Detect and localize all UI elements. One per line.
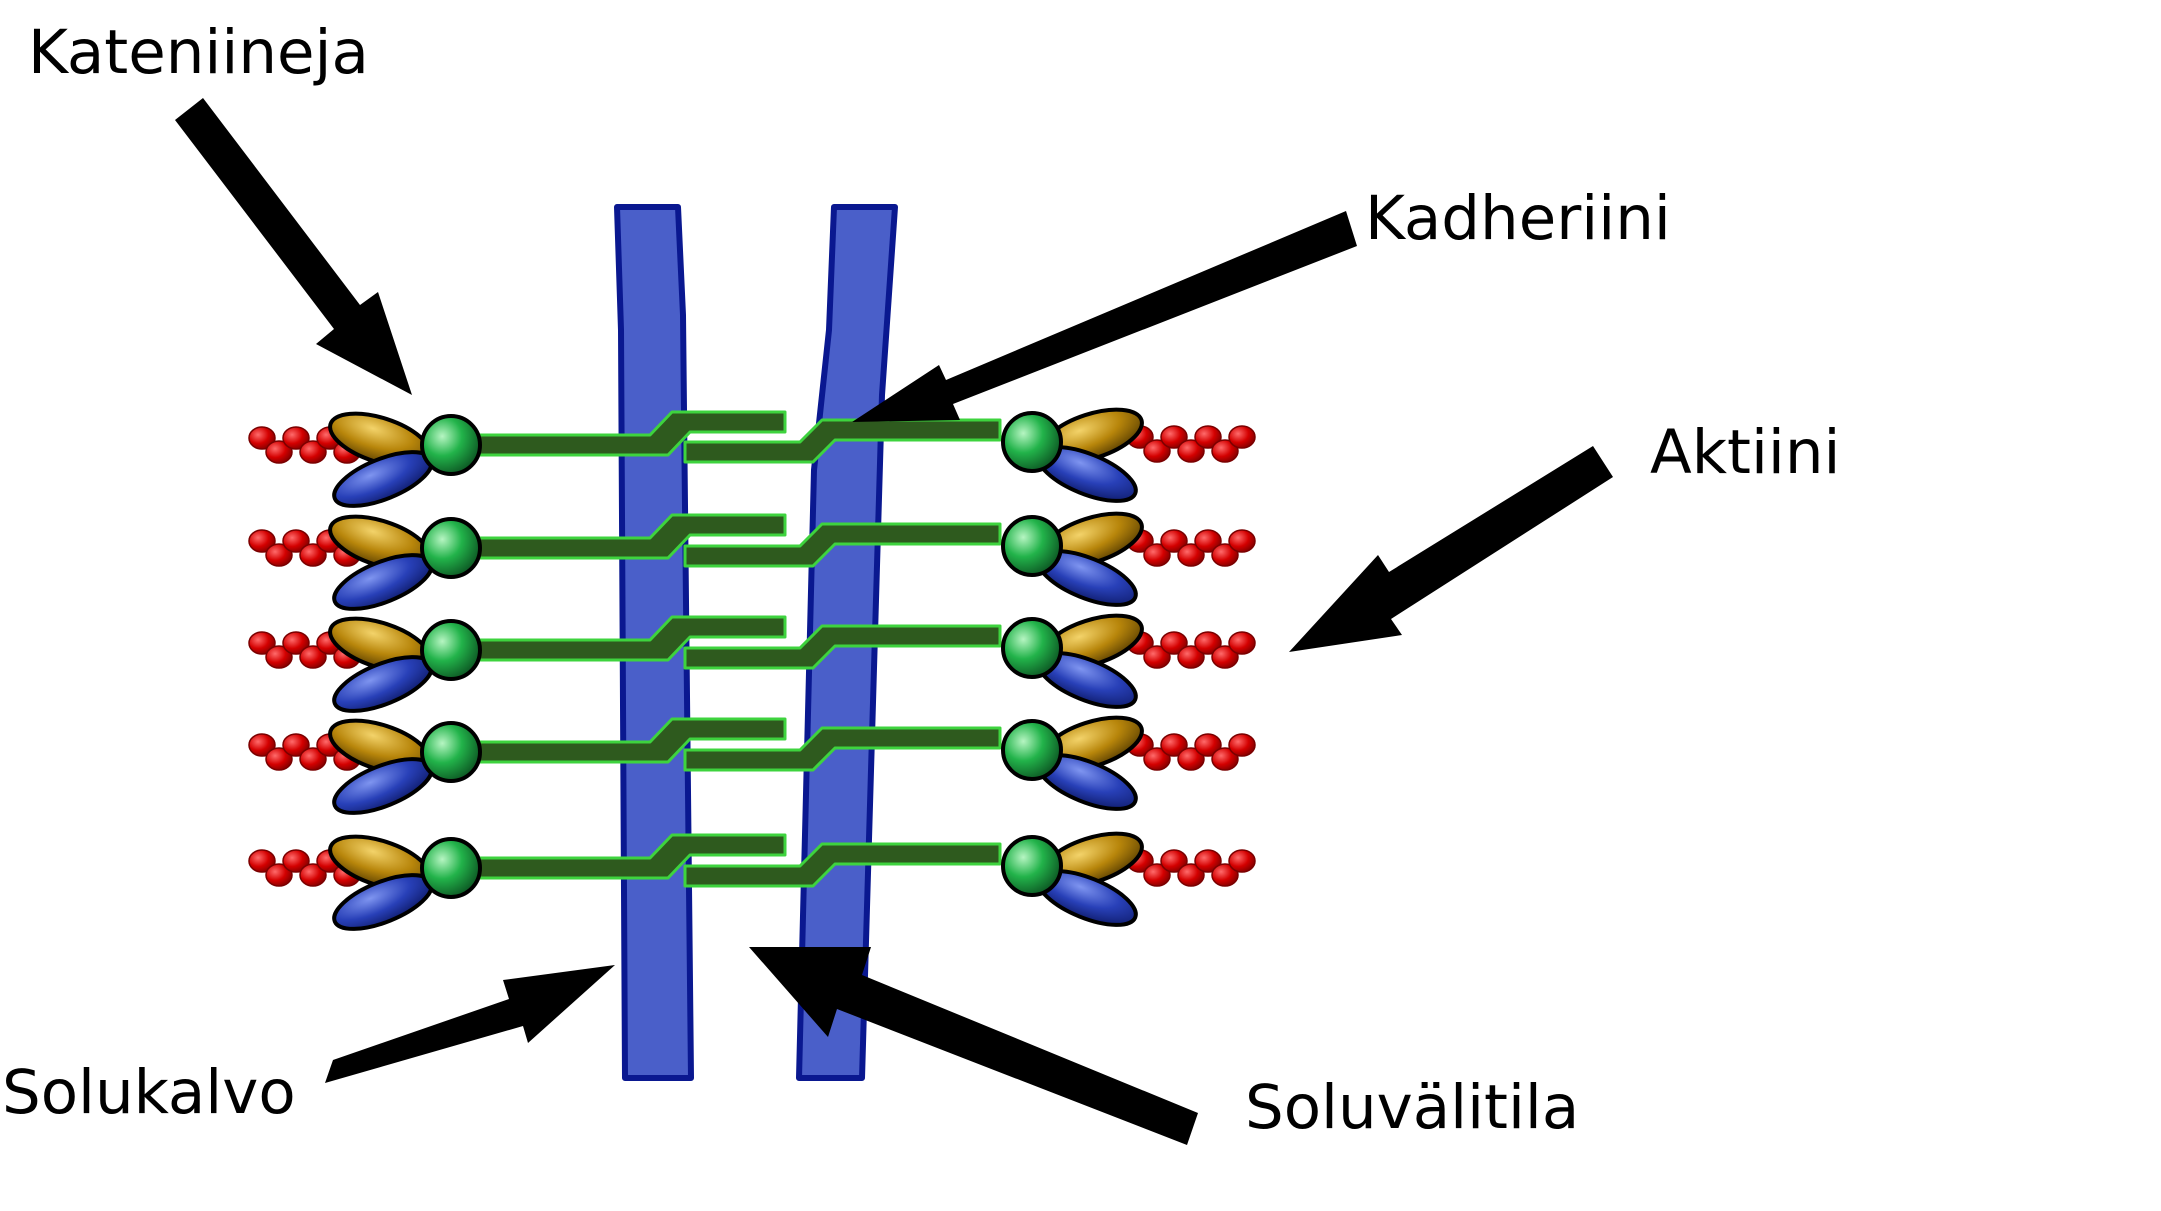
- catenin-complex-left-1: [328, 411, 482, 508]
- label-cadherin: Kadheriini: [1365, 183, 1671, 254]
- catenin-complex-left-4: [328, 718, 482, 815]
- arrow-actin: [1289, 446, 1613, 652]
- catenin-complex-left-3: [328, 616, 482, 713]
- catenin-complex-left-2: [328, 514, 482, 611]
- label-catenins: Kateniineja: [28, 17, 369, 88]
- actin-filaments: [248, 425, 1256, 887]
- catenin-complex-left-5: [328, 834, 482, 931]
- cadherin-left-4: [450, 717, 787, 764]
- cadherin-left-3: [450, 615, 787, 662]
- cadherin-left-5: [450, 833, 787, 880]
- actin-filament-left-2: [248, 529, 361, 567]
- actin-filament-right-1: [1126, 425, 1256, 463]
- cadherin-right-5: [683, 842, 1002, 888]
- catenin-complex-right-1: [1001, 407, 1144, 503]
- actin-filament-right-5: [1126, 849, 1256, 887]
- actin-filament-right-3: [1126, 631, 1256, 669]
- catenin-complexes: [328, 407, 1144, 931]
- arrow-cadherin: [852, 211, 1357, 422]
- actin-filament-left-3: [248, 631, 361, 669]
- cadherin-molecules: [450, 410, 1002, 888]
- cadherin-right-4: [683, 726, 1002, 772]
- actin-filament-right-2: [1126, 529, 1256, 567]
- actin-filament-right-4: [1126, 733, 1256, 771]
- catenin-complex-right-3: [1001, 613, 1144, 709]
- catenin-complex-right-5: [1001, 831, 1144, 927]
- actin-filament-left-5: [248, 849, 361, 887]
- arrows: [175, 98, 1613, 1145]
- cadherin-left-2: [450, 513, 787, 560]
- label-membrane: Solukalvo: [2, 1057, 296, 1128]
- label-intercellular-space: Soluvälitila: [1245, 1072, 1580, 1143]
- arrow-catenins: [175, 98, 412, 395]
- catenin-complex-right-4: [1001, 715, 1144, 811]
- label-actin: Aktiini: [1650, 417, 1841, 488]
- cadherin-left-1: [450, 410, 787, 457]
- cadherin-right-3: [683, 624, 1002, 670]
- cadherin-right-2: [683, 522, 1002, 568]
- catenin-complex-right-2: [1001, 511, 1144, 607]
- arrow-intercellular-space: [749, 947, 1198, 1145]
- arrow-membrane: [325, 965, 615, 1083]
